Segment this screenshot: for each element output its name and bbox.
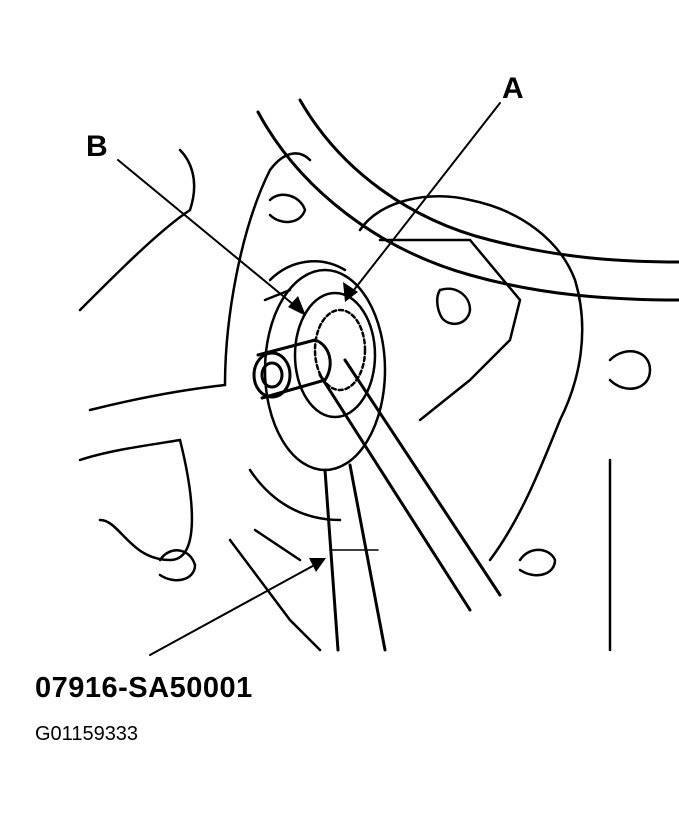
arrowheads (288, 282, 358, 572)
tool-part-number: 07916-SA50001 (35, 672, 253, 704)
figure-id: G01159333 (35, 723, 139, 745)
leader-lines (117, 102, 501, 656)
socket-wrench (252, 338, 502, 612)
holder-tool (323, 463, 387, 652)
hose (256, 98, 679, 302)
crankshaft-pulley (263, 260, 387, 472)
callout-a-label: A (502, 72, 524, 105)
callout-b-label: B (86, 130, 108, 163)
engine-outline (78, 148, 652, 652)
